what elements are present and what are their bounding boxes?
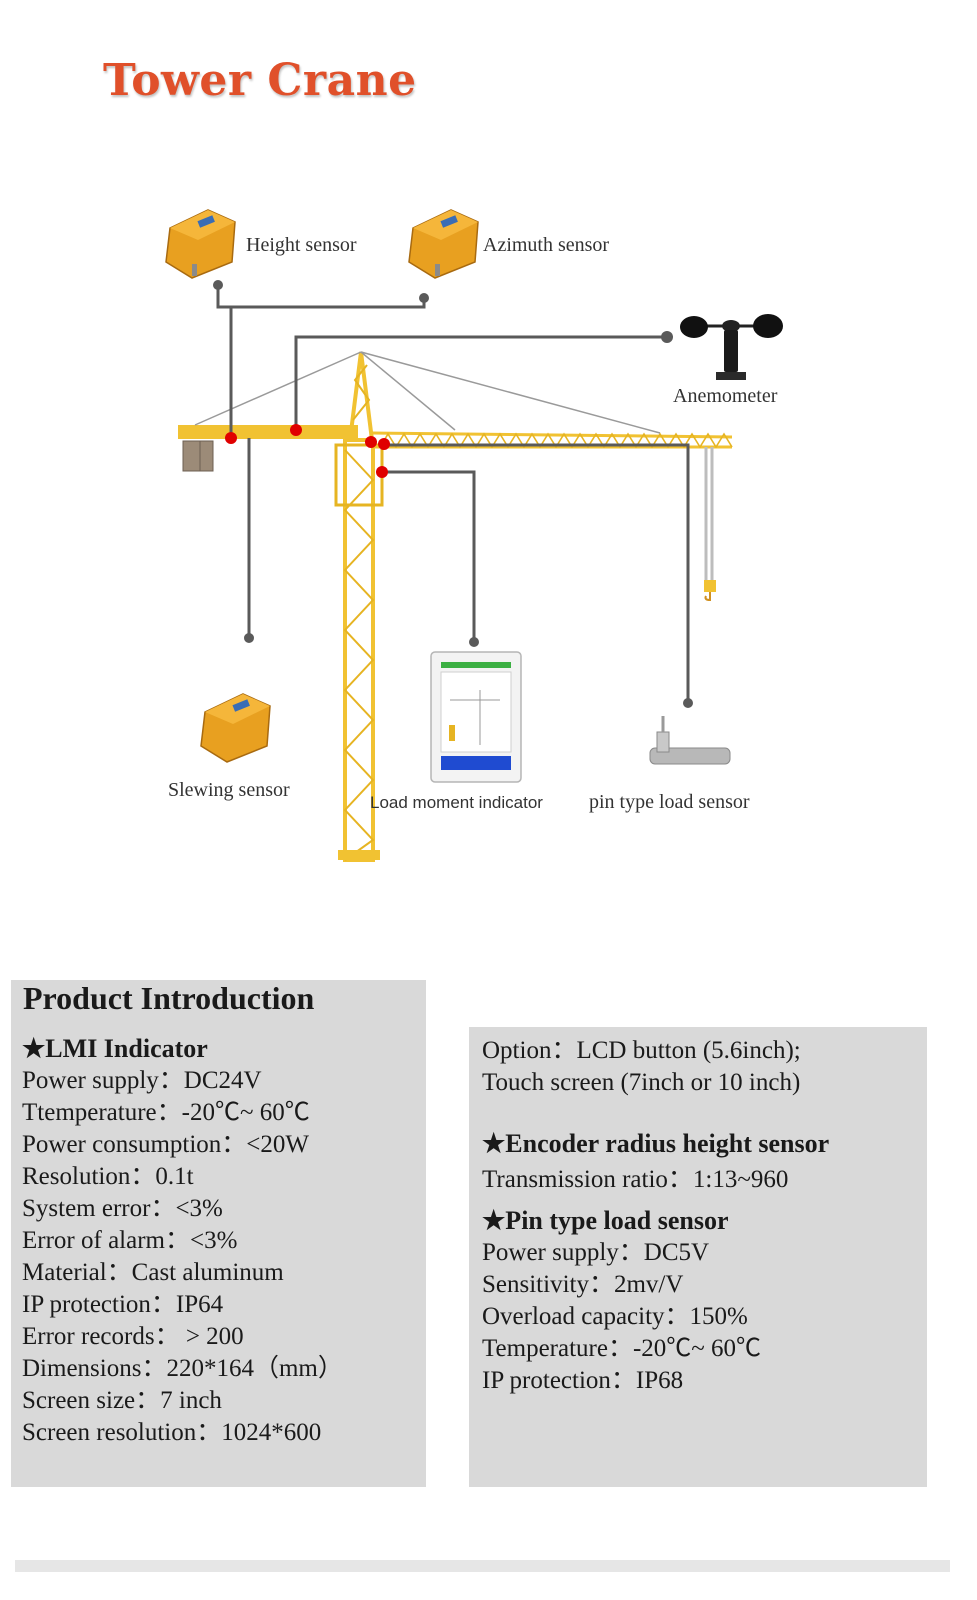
tower-crane-diagram: [165, 209, 783, 862]
sensor-markers: [225, 424, 390, 478]
bottom-divider: [15, 1560, 950, 1572]
spec-line: Screen resolution：1024*600: [22, 1419, 322, 1446]
spec-line: Material：Cast aluminum: [22, 1259, 284, 1286]
pendant-cables: [194, 351, 661, 434]
load-moment-indicator-label: Load moment indicator: [370, 793, 543, 812]
spec-line: Screen size：7 inch: [22, 1387, 222, 1414]
spec-line: Transmission ratio：1:13~960: [482, 1166, 789, 1193]
anemometer-label: Anemometer: [673, 385, 778, 407]
lmi-section-title: ★LMI Indicator: [22, 1034, 208, 1063]
right-spec-list: Option：LCD button (5.6inch); Touch scree…: [482, 1035, 829, 1397]
load-moment-indicator-device: [430, 651, 522, 783]
wire-endpoints: [213, 280, 693, 708]
height-sensor-label: Height sensor: [246, 234, 357, 256]
encoder-section-title: ★Encoder radius height sensor: [482, 1129, 830, 1158]
azimuth-sensor-icon: [408, 209, 479, 279]
slewing-sensor-label: Slewing sensor: [168, 779, 290, 801]
pin-load-sensor-label: pin type load sensor: [589, 791, 750, 813]
azimuth-sensor-label: Azimuth sensor: [483, 234, 610, 256]
spec-line: Power supply：DC5V: [482, 1239, 710, 1266]
product-intro-heading: Product Introduction: [23, 980, 315, 1016]
counter-jib: [178, 425, 358, 472]
height-sensor-icon: [165, 209, 236, 279]
spec-line: Error records： > 200: [22, 1323, 244, 1350]
crane-jib: [371, 431, 733, 449]
lmi-spec-list: ★LMI Indicator Power supply：DC24V Ttempe…: [22, 1032, 343, 1449]
spec-line: Resolution：0.1t: [22, 1163, 194, 1190]
crane-hook: [704, 447, 716, 602]
spec-line: Power supply：DC24V: [22, 1067, 262, 1094]
spec-line: IP protection：IP64: [22, 1291, 224, 1318]
signal-wires: [216, 285, 690, 703]
pin-sensor-section-title: ★Pin type load sensor: [482, 1206, 729, 1235]
spec-line: System error：<3%: [22, 1195, 223, 1222]
spec-line: Error of alarm：<3%: [22, 1227, 238, 1254]
spec-line: IP protection：IP68: [482, 1367, 684, 1394]
spec-line: Dimensions：220*164（mm）: [22, 1355, 343, 1382]
product-intro-panel-right: Option：LCD button (5.6inch); Touch scree…: [469, 1027, 927, 1487]
slewing-sensor-icon: [200, 693, 271, 763]
option-line: Touch screen (7inch or 10 inch): [482, 1069, 801, 1096]
spec-line: Ttemperature：-20℃~ 60℃: [22, 1099, 310, 1126]
page-title: Tower Crane: [103, 55, 417, 106]
spec-line: Power consumption：<20W: [22, 1131, 309, 1158]
anemometer-icon: [680, 314, 783, 380]
spec-line: Overload capacity：150%: [482, 1303, 748, 1330]
spec-line: Temperature：-20℃~ 60℃: [482, 1335, 762, 1362]
product-intro-panel-left: Product Introduction ★LMI Indicator Powe…: [11, 980, 426, 1487]
pin-load-sensor-icon: [649, 716, 731, 765]
option-line: Option：LCD button (5.6inch);: [482, 1037, 801, 1064]
spec-line: Sensitivity：2mv/V: [482, 1271, 684, 1298]
